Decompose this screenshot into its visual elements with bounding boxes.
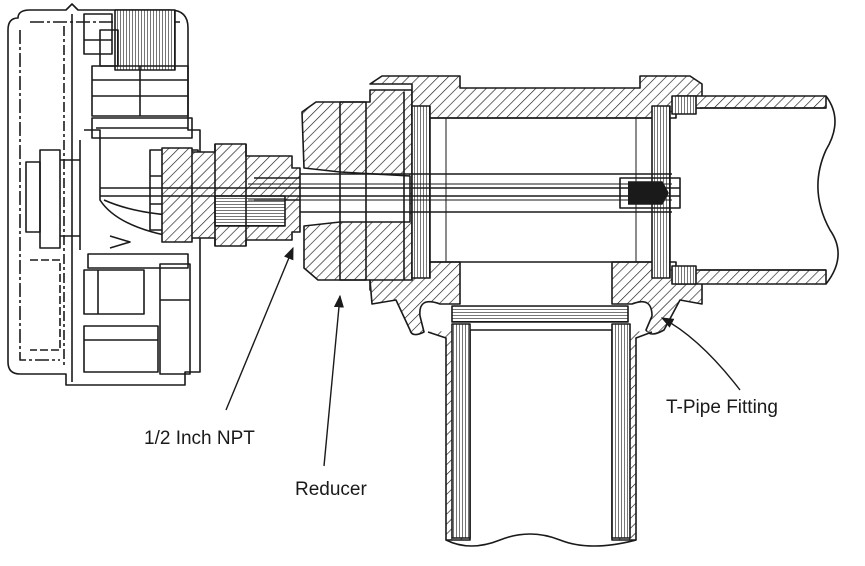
compression-fitting <box>161 143 301 247</box>
pipe-run <box>671 95 839 285</box>
t-pipe-fitting <box>369 75 703 547</box>
reducer <box>301 89 413 291</box>
label-npt: 1/2 Inch NPT <box>144 428 255 449</box>
label-t-pipe-fitting: T-Pipe Fitting <box>666 397 778 418</box>
transmitter-housing <box>7 3 201 386</box>
leader-lines <box>225 246 741 467</box>
sensor-probe <box>100 173 681 213</box>
label-reducer: Reducer <box>295 479 367 500</box>
